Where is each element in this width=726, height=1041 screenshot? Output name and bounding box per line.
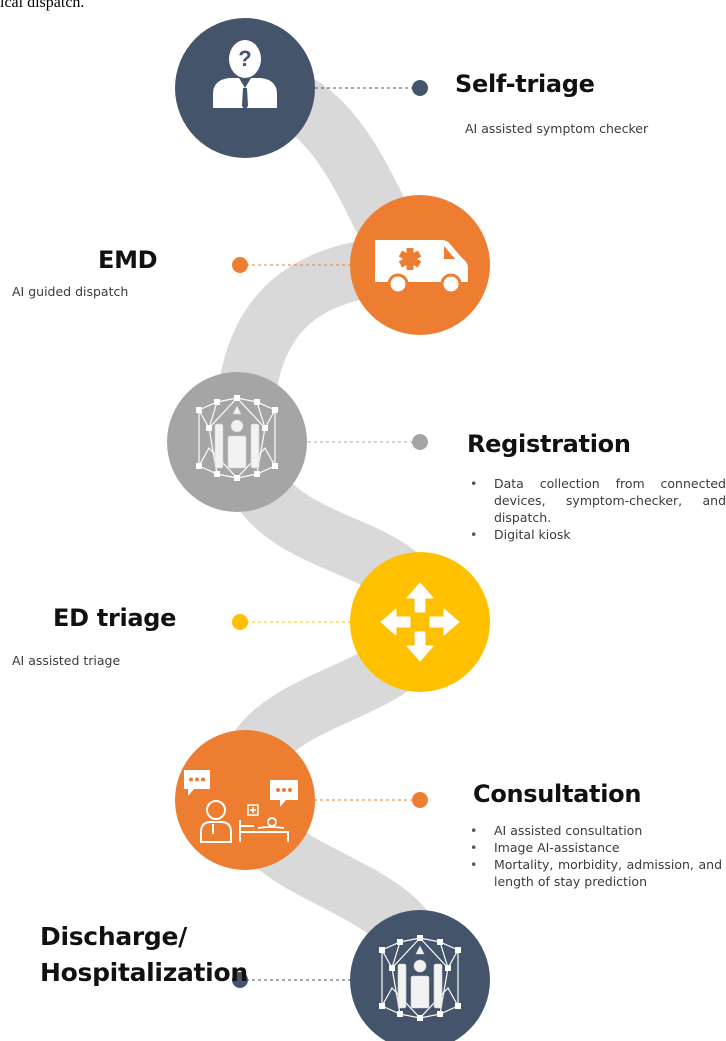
title-consultation: Consultation xyxy=(473,780,642,808)
title-ed-triage: ED triage xyxy=(53,604,177,632)
title-discharge-line-2: Hospitalization xyxy=(40,958,248,987)
bullet-item: AI assisted consultation xyxy=(466,822,722,839)
dot-emd xyxy=(232,257,248,273)
node-discharge xyxy=(350,910,490,1041)
desc-ed-triage: AI assisted triage xyxy=(12,653,121,668)
node-emd xyxy=(350,195,490,335)
node-self-triage: ? xyxy=(175,18,315,158)
desc-emd: AI guided dispatch xyxy=(12,284,129,299)
dot-registration xyxy=(412,434,428,450)
bullet-item: Image AI-assistance xyxy=(466,839,722,856)
node-registration xyxy=(167,372,307,512)
person-question-icon: ? xyxy=(213,40,277,110)
bullet-item: Mortality, morbidity, admission, and len… xyxy=(466,856,722,890)
dot-ed-triage xyxy=(232,614,248,630)
bullets-consultation: AI assisted consultation Image AI-assist… xyxy=(466,822,722,890)
dot-discharge xyxy=(232,972,248,988)
title-discharge-line-1: Discharge/ xyxy=(40,922,188,951)
title-registration: Registration xyxy=(467,430,631,458)
node-ed-triage xyxy=(350,552,490,692)
four-arrows-icon xyxy=(380,582,460,662)
bullet-item: Data collection from connected devices, … xyxy=(466,475,726,526)
title-self-triage: Self-triage xyxy=(455,70,595,98)
desc-self-triage: AI assisted symptom checker xyxy=(465,121,649,136)
dot-self-triage xyxy=(412,80,428,96)
ambulance-icon xyxy=(375,240,468,295)
bullets-registration: Data collection from connected devices, … xyxy=(466,475,726,543)
caption-fragment: ical dispatch. xyxy=(0,0,85,11)
dot-consultation xyxy=(412,792,428,808)
doctor-patient-chat-icon xyxy=(184,770,298,843)
svg-text:?: ? xyxy=(238,46,251,71)
node-consultation xyxy=(175,730,315,870)
title-emd: EMD xyxy=(98,246,158,274)
bullet-item: Digital kiosk xyxy=(466,526,726,543)
